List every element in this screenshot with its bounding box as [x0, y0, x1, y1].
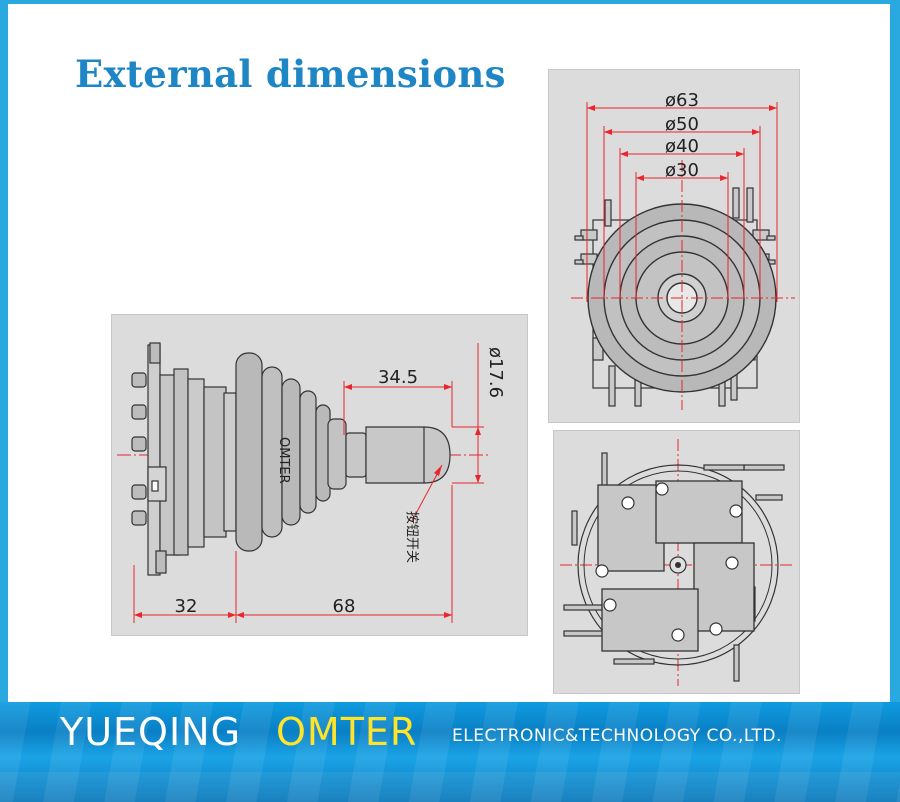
dim-d30: ø30	[665, 160, 699, 181]
side-arrowheads	[134, 384, 481, 618]
bottom-view-svg	[560, 439, 794, 686]
footer-tagline: ELECTRONIC&TECHNOLOGY CO.,LTD.	[452, 726, 782, 746]
page-title: External dimensions	[75, 52, 506, 96]
dim-d40: ø40	[665, 136, 699, 157]
side-flange	[173, 368, 237, 556]
footer-company: YUEQING	[60, 710, 242, 754]
callout-push-button: 按钮开关	[404, 511, 419, 563]
dim-d63: ø63	[665, 90, 699, 111]
bottom-view-drawing	[553, 430, 800, 694]
footer-sheen	[0, 702, 900, 802]
side-view-drawing: OMTER	[111, 314, 528, 636]
side-knob	[345, 426, 451, 484]
top-dimension-lines	[571, 102, 795, 410]
side-bellows	[235, 352, 347, 552]
footer-banner: YUEQING OMTER ELECTRONIC&TECHNOLOGY CO.,…	[0, 702, 900, 802]
side-body-label: OMTER	[276, 437, 291, 484]
dim-d50: ø50	[665, 114, 699, 135]
top-arrowheads	[587, 105, 777, 181]
side-dimension-lines	[133, 343, 484, 623]
top-view-drawing: ø63 ø50 ø40 ø30	[548, 69, 800, 423]
dim-17-6: ø17.6	[485, 347, 506, 398]
side-terminals	[131, 342, 181, 576]
top-view-svg: ø63 ø50 ø40 ø30	[571, 90, 795, 410]
frame-left	[0, 0, 8, 802]
dim-32: 32	[175, 596, 198, 617]
frame-top	[0, 0, 900, 4]
dim-68: 68	[333, 596, 356, 617]
frame-right	[890, 0, 900, 802]
side-view-svg: OMTER	[117, 342, 506, 623]
bottom-switches	[597, 480, 755, 652]
bottom-screws	[595, 482, 743, 642]
dim-34-5: 34.5	[378, 367, 418, 388]
footer-underline	[0, 772, 900, 802]
footer-brand: OMTER	[276, 710, 418, 754]
